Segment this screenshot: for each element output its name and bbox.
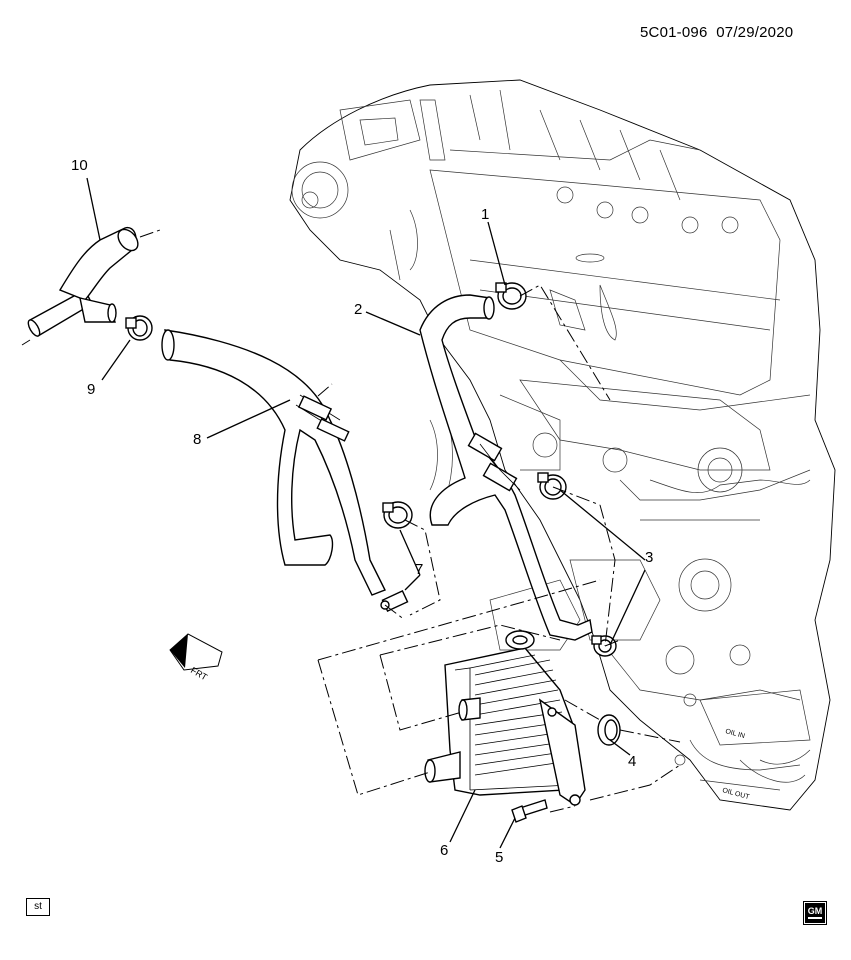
style-box: st (26, 898, 50, 916)
oil-cooler-6 (424, 630, 586, 806)
gm-logo-text: GM (808, 906, 823, 916)
leader-lines (86, 177, 646, 849)
front-arrow-icon (169, 633, 223, 671)
callout-3: 3 (645, 549, 654, 566)
oil-in-label: OIL IN (724, 728, 745, 740)
gm-logo-icon: GM (803, 901, 827, 925)
assembly-lines (317, 284, 681, 813)
callout-1: 1 (481, 206, 490, 223)
callout-9: 9 (87, 381, 96, 398)
cooler-hose-8 (161, 329, 386, 596)
coolant-pipe-10 (21, 226, 161, 346)
callout-5: 5 (495, 849, 504, 866)
cooler-hose-2 (419, 294, 593, 641)
callout-8: 8 (193, 431, 202, 448)
callout-2: 2 (354, 301, 363, 318)
hose-clamp-7 (380, 501, 413, 613)
callout-10: 10 (71, 157, 88, 174)
callout-7: 7 (415, 561, 424, 578)
engine-assembly (289, 79, 836, 811)
seal-4 (597, 714, 621, 746)
reference-date: 07/29/2020 (716, 24, 794, 41)
hose-clamp-9 (125, 315, 153, 341)
bolt-5 (511, 799, 548, 823)
callout-6: 6 (440, 842, 449, 859)
reference-code: 5C01-096 (640, 24, 708, 41)
diagram-reference: 5C01-096 07/29/2020 (640, 24, 793, 41)
callout-4: 4 (628, 753, 637, 770)
